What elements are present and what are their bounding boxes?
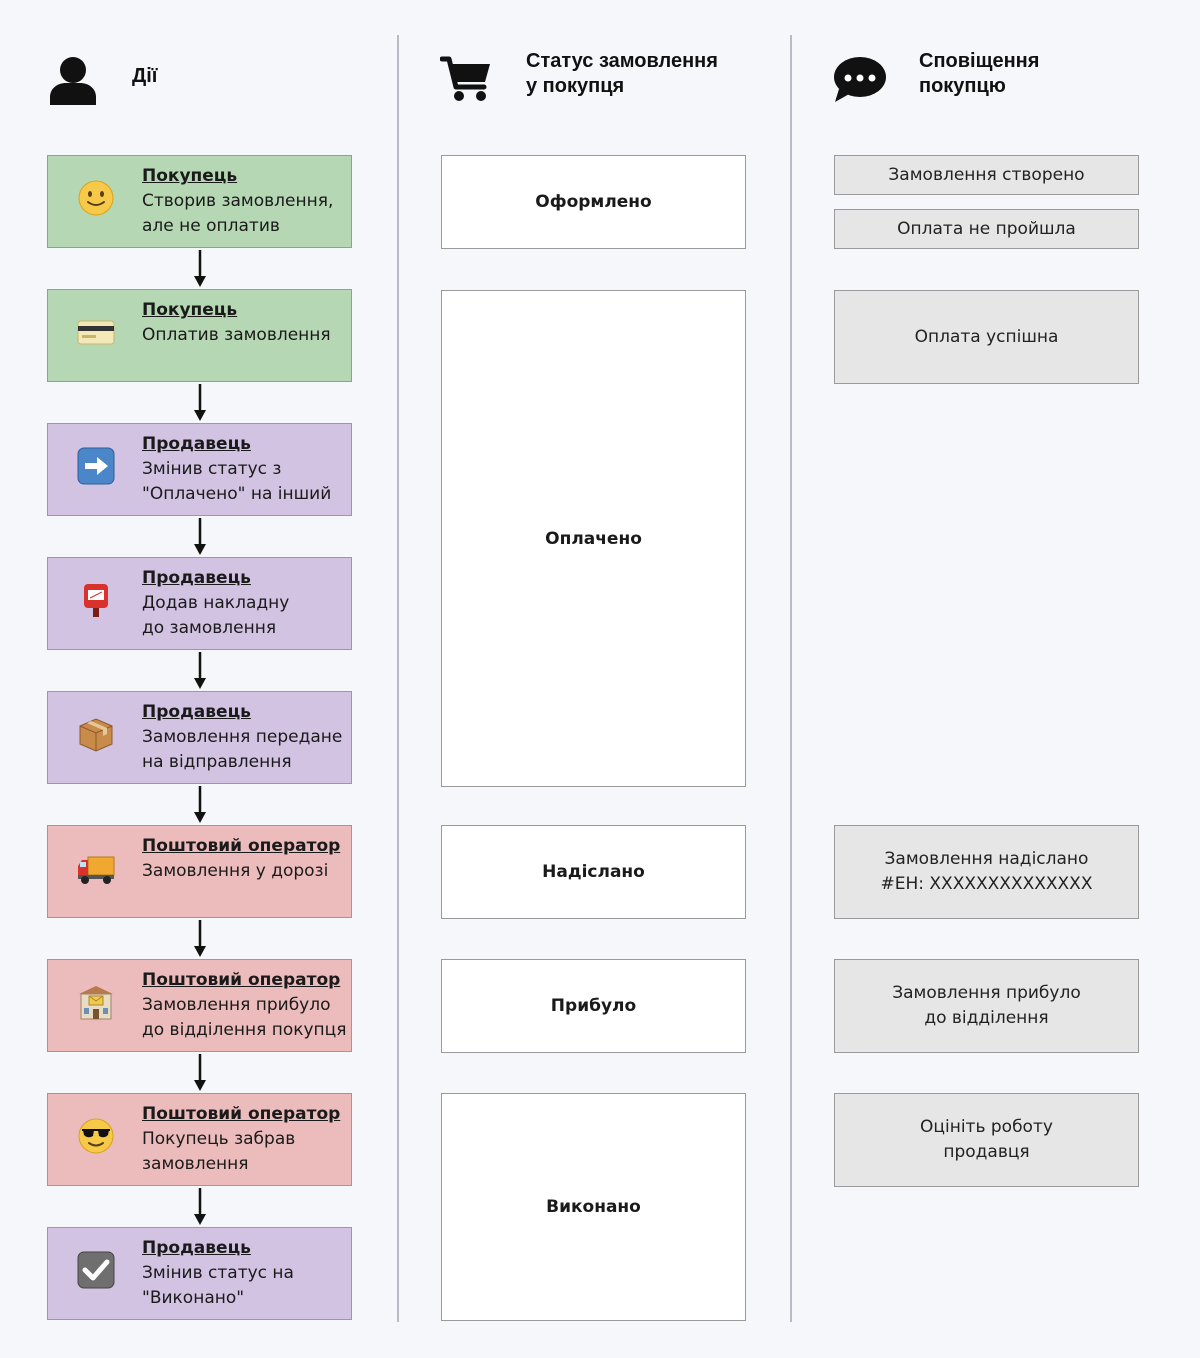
action-description: Оплатив замовлення (142, 325, 331, 345)
shopping-cart-icon (440, 56, 490, 101)
right-arrow-icon (77, 447, 115, 485)
notification-order-arrived: Замовлення прибуло до відділення (834, 959, 1139, 1053)
action-actor: Поштовий оператор (142, 1104, 341, 1124)
notification-order-created: Замовлення створено (834, 155, 1139, 195)
flow-arrow (194, 920, 206, 957)
flow-arrow (194, 652, 206, 689)
user-icon (50, 57, 96, 105)
action-actor: Покупець (142, 300, 238, 320)
notifications-column-title: Сповіщення покупцю (919, 50, 1040, 97)
column-divider (790, 35, 792, 1322)
notification-rate-seller: Оцініть роботу продавця (834, 1093, 1139, 1187)
flow-arrow (194, 384, 206, 421)
action-description: Змінив статус на "Виконано" (142, 1263, 294, 1308)
status-sent: Надіслано (441, 825, 746, 919)
action-description: Замовлення передане на відправлення (142, 727, 343, 772)
action-seller-completed: Продавець Змінив статус на "Виконано" (47, 1227, 352, 1320)
action-postal-arrived: Поштовий оператор Замовлення прибуло до … (47, 959, 352, 1052)
flow-arrow (194, 1188, 206, 1225)
action-postal-in-transit: Поштовий оператор Замовлення у дорозі (47, 825, 352, 918)
action-description: Замовлення прибуло до відділення покупця (142, 995, 347, 1040)
flow-arrow (194, 1054, 206, 1091)
action-actor: Поштовий оператор (142, 970, 341, 990)
action-description: Змінив статус з "Оплачено" на інший (142, 459, 332, 504)
actions-column-title: Дії (132, 65, 158, 87)
status-arrived: Прибуло (441, 959, 746, 1053)
postbox-icon (84, 584, 108, 617)
package-icon (79, 718, 113, 752)
action-actor: Поштовий оператор (142, 836, 341, 856)
action-postal-picked-up: Поштовий оператор Покупець забрав замовл… (47, 1093, 352, 1186)
action-buyer-created-order: Покупець Створив замовлення, але не опла… (47, 155, 352, 248)
action-description: Замовлення у дорозі (142, 861, 329, 881)
check-box-icon (77, 1251, 115, 1289)
flow-arrow (194, 786, 206, 823)
action-description: Додав накладну до замовлення (142, 593, 290, 638)
action-description: Покупець забрав замовлення (142, 1129, 296, 1174)
notification-order-sent: Замовлення надіслано #ЕН: XXXXXXXXXXXXXX (834, 825, 1139, 919)
credit-card-icon (77, 320, 115, 345)
action-description: Створив замовлення, але не оплатив (142, 191, 334, 236)
notification-payment-failed: Оплата не пройшла (834, 209, 1139, 249)
delivery-truck-icon (78, 856, 115, 884)
action-actor: Продавець (142, 434, 251, 454)
post-office-icon (79, 986, 113, 1020)
column-divider (397, 35, 399, 1322)
action-actor: Продавець (142, 1238, 251, 1258)
status-created: Оформлено (441, 155, 746, 249)
status-paid: Оплачено (441, 290, 746, 787)
action-actor: Продавець (142, 702, 251, 722)
sunglasses-face-icon (78, 1118, 114, 1154)
notification-payment-success: Оплата успішна (834, 290, 1139, 384)
action-actor: Продавець (142, 568, 251, 588)
action-actor: Покупець (142, 166, 238, 186)
status-column-title: Статус замовлення у покупця (526, 50, 718, 97)
action-buyer-paid-order: Покупець Оплатив замовлення (47, 289, 352, 382)
action-seller-added-waybill: Продавець Додав накладну до замовлення (47, 557, 352, 650)
action-seller-changed-status: Продавець Змінив статус з "Оплачено" на … (47, 423, 352, 516)
status-completed: Виконано (441, 1093, 746, 1321)
speech-bubble-icon (834, 57, 886, 102)
flow-arrow (194, 518, 206, 555)
flow-arrow (194, 250, 206, 287)
slightly-smiling-face-icon (78, 180, 114, 216)
action-seller-shipped: Продавець Замовлення передане на відправ… (47, 691, 352, 784)
